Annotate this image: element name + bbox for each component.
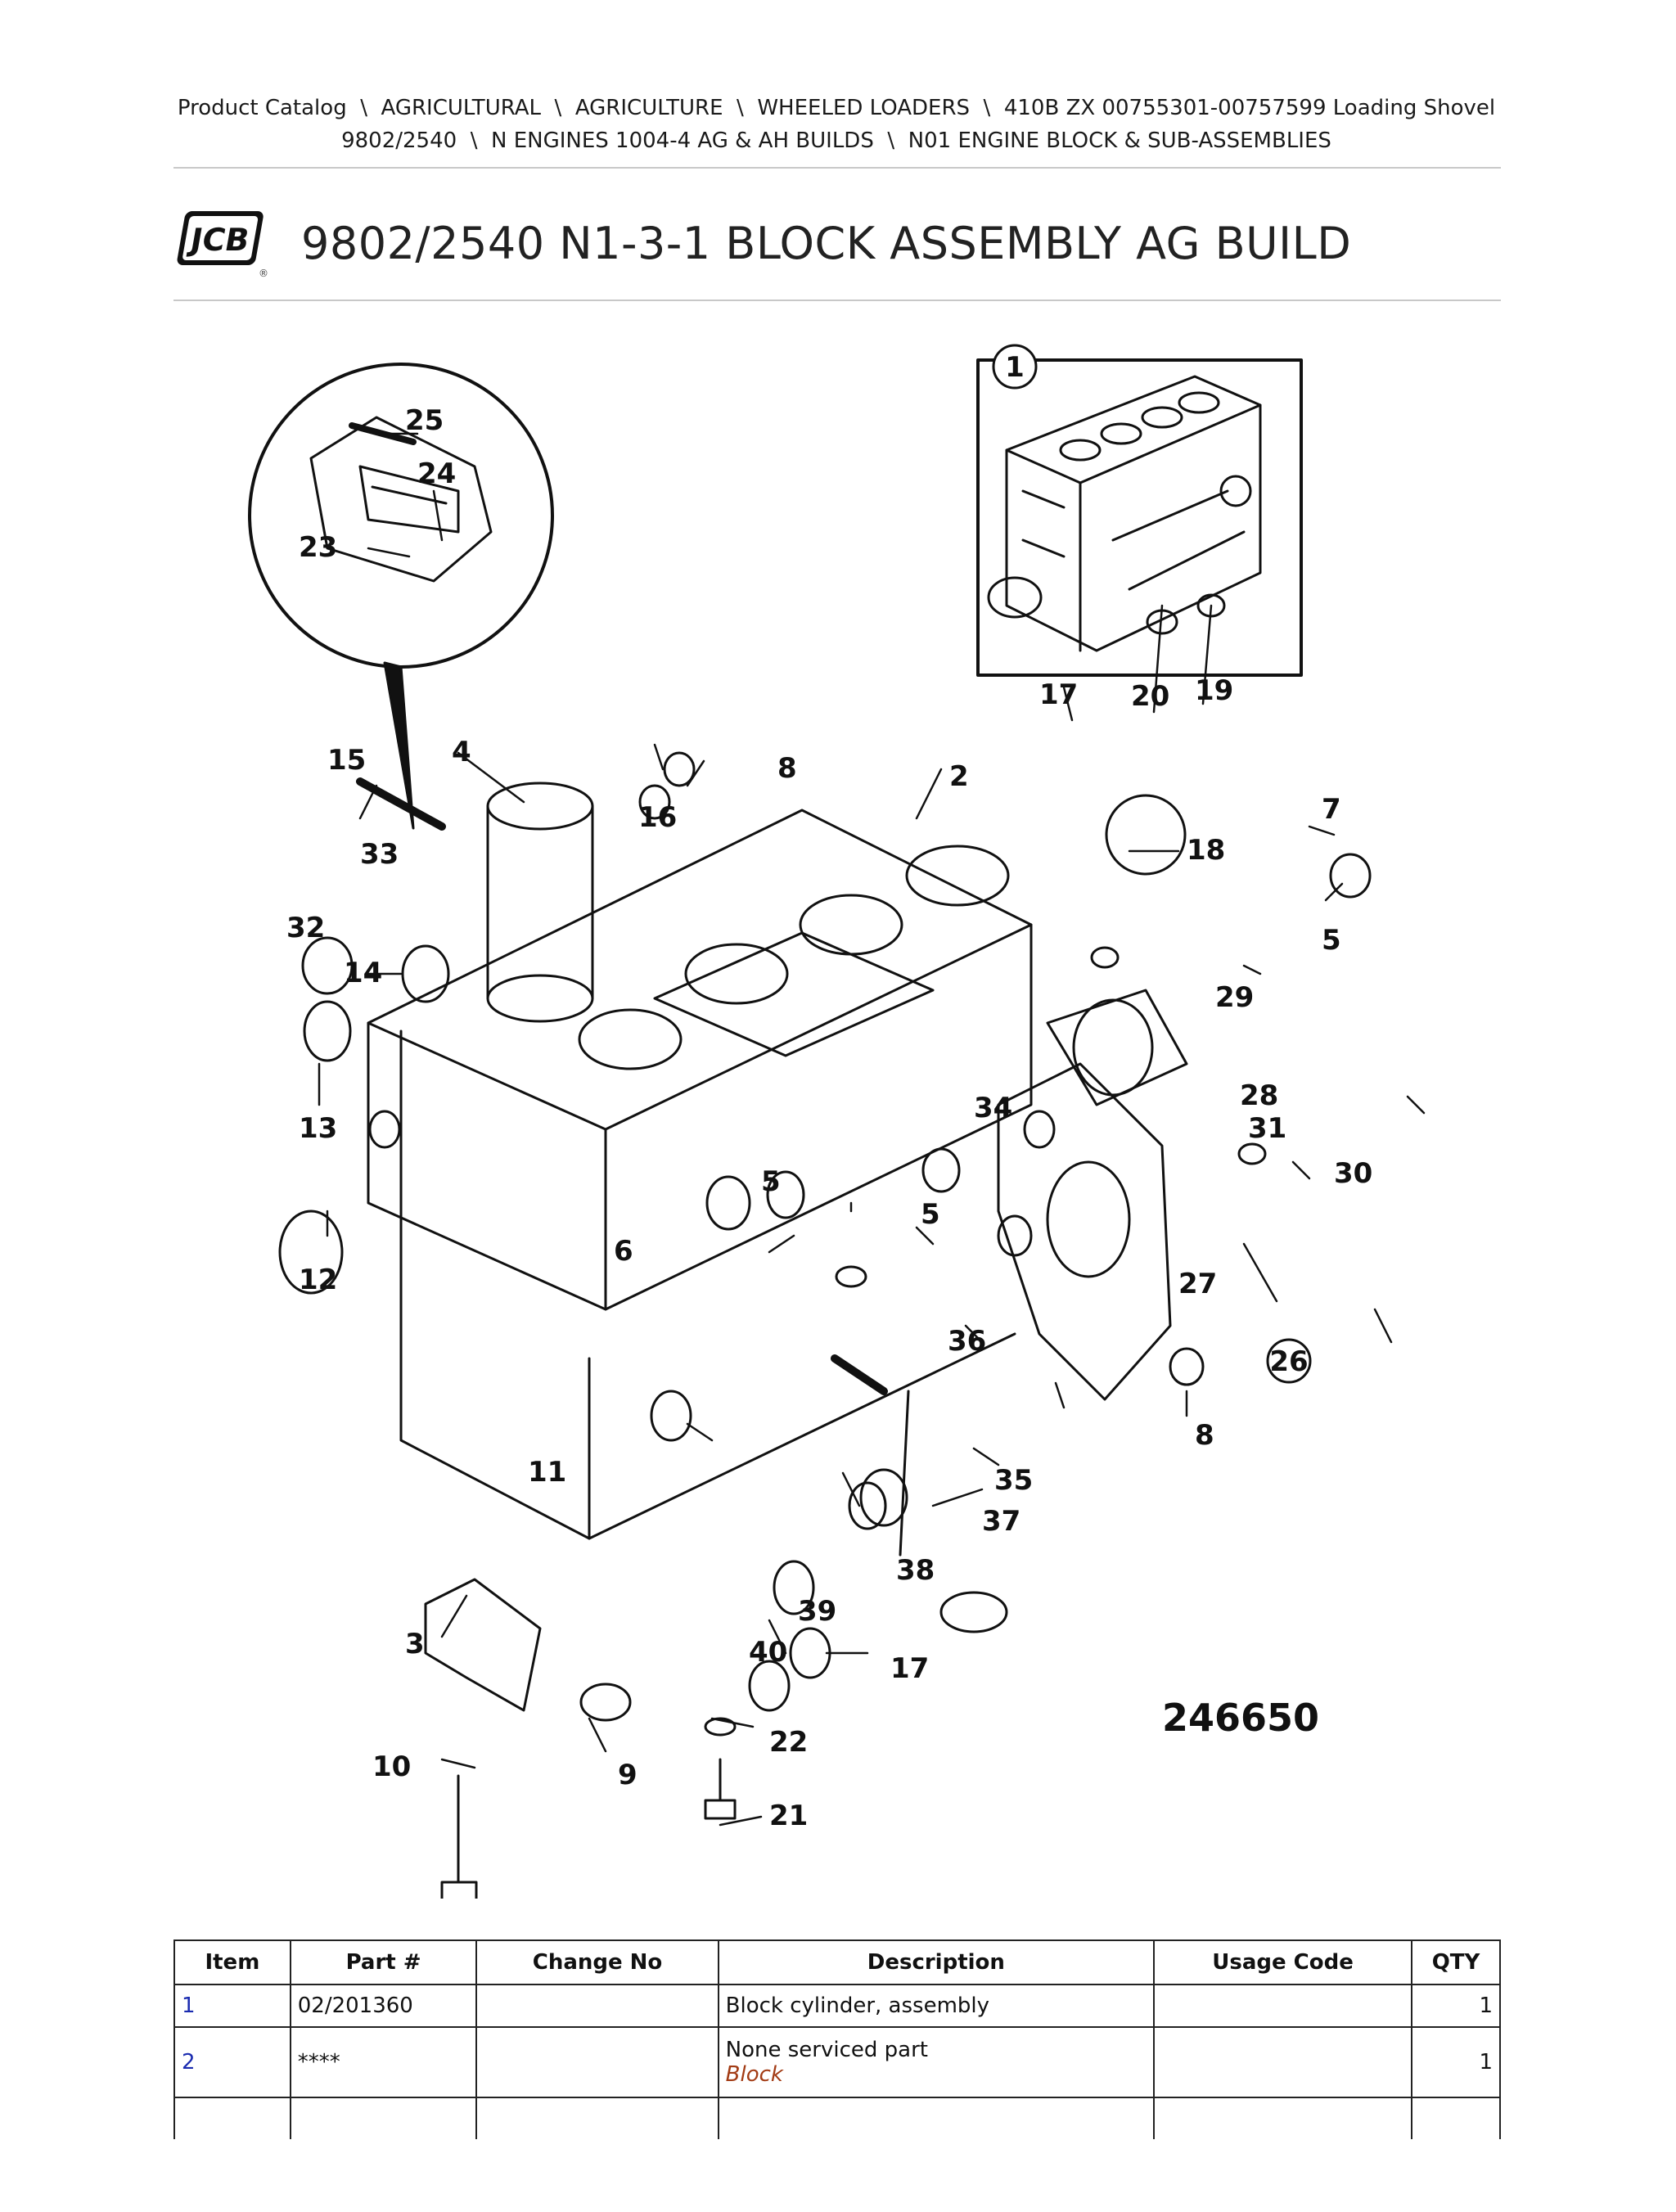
breadcrumb-line-1[interactable]: Product Catalog \ AGRICULTURAL \ AGRICUL… [177, 96, 1496, 120]
callout-27[interactable]: 27 [1178, 1268, 1217, 1300]
header-divider [173, 167, 1501, 169]
table-row: 2 **** None serviced part Block 1 [173, 2026, 1501, 2098]
callout-6[interactable]: 6 [614, 1235, 633, 1268]
callout-26[interactable]: 26 [1269, 1345, 1308, 1378]
callout-4[interactable]: 4 [452, 736, 471, 768]
callout-36[interactable]: 36 [948, 1325, 986, 1358]
callout-16[interactable]: 16 [638, 801, 677, 834]
row-change-no [475, 2026, 719, 2098]
row-item-link[interactable]: 2 [173, 2026, 291, 2098]
row-usage-code [1153, 1984, 1413, 2028]
jcb-logo-icon: JCB ® [177, 211, 268, 279]
header-change-no: Change No [475, 1939, 719, 1985]
exploded-parts-diagram: 1 2 3 4 5 5 5 6 7 8 8 9 10 11 12 13 14 1… [196, 327, 1506, 1908]
row-description-sub: Block [725, 2062, 783, 2087]
callout-5-right[interactable]: 5 [1322, 924, 1341, 957]
callout-5-lower[interactable]: 5 [921, 1198, 940, 1231]
callout-11[interactable]: 11 [528, 1456, 566, 1489]
title-divider [173, 300, 1501, 301]
header-description: Description [717, 1939, 1156, 1985]
callout-19[interactable]: 19 [1195, 674, 1233, 707]
callout-1[interactable]: 1 [1005, 351, 1025, 384]
engine-block-drawing [356, 777, 1188, 1908]
callout-38[interactable]: 38 [896, 1554, 935, 1587]
breadcrumb: Product Catalog \ AGRICULTURAL \ AGRICUL… [173, 92, 1499, 157]
callout-17-bottom[interactable]: 17 [890, 1652, 929, 1685]
callout-20[interactable]: 20 [1131, 680, 1169, 713]
row-description: None serviced part Block [717, 2026, 1156, 2098]
callout-24[interactable]: 24 [417, 457, 456, 490]
callout-35[interactable]: 35 [994, 1464, 1033, 1497]
header-part-number: Part # [289, 1939, 478, 1985]
row-description-main: None serviced part [725, 2038, 928, 2062]
callout-25[interactable]: 25 [405, 404, 444, 437]
table-row-empty [173, 2097, 1501, 2139]
row-part-number: 02/201360 [289, 1984, 478, 2028]
row-usage-code [1153, 2026, 1413, 2098]
row-change-no [475, 1984, 719, 2028]
row-description: Block cylinder, assembly [717, 1984, 1156, 2028]
callout-33[interactable]: 33 [360, 838, 399, 871]
logo-registered-mark: ® [259, 268, 268, 279]
callout-39[interactable]: 39 [798, 1595, 836, 1628]
callout-2[interactable]: 2 [949, 760, 969, 793]
callout-10[interactable]: 10 [372, 1750, 411, 1783]
row-item-link[interactable]: 1 [173, 1984, 291, 2028]
callout-18[interactable]: 18 [1187, 834, 1225, 867]
row-qty: 1 [1411, 2026, 1501, 2098]
breadcrumb-line-2[interactable]: 9802/2540 \ N ENGINES 1004-4 AG & AH BUI… [341, 128, 1331, 153]
callout-17-top[interactable]: 17 [1039, 678, 1078, 711]
parts-table: Item Part # Change No Description Usage … [173, 1939, 1501, 2139]
callout-3[interactable]: 3 [405, 1628, 425, 1660]
callout-leaders [318, 432, 1426, 1827]
callout-8-bottom[interactable]: 8 [1195, 1419, 1214, 1452]
table-row: 1 02/201360 Block cylinder, assembly 1 [173, 1984, 1501, 2028]
callout-29[interactable]: 29 [1215, 981, 1254, 1014]
logo-text: JCB [185, 222, 252, 259]
callout-13[interactable]: 13 [299, 1112, 337, 1145]
callout-12[interactable]: 12 [299, 1264, 337, 1296]
header-usage-code: Usage Code [1153, 1939, 1413, 1985]
callout-22[interactable]: 22 [769, 1726, 808, 1759]
callout-28[interactable]: 28 [1240, 1079, 1278, 1112]
jcb-logo: JCB ® [173, 206, 270, 280]
row-part-number: **** [289, 2026, 478, 2098]
callout-37[interactable]: 37 [982, 1505, 1020, 1538]
row-qty: 1 [1411, 1984, 1501, 2028]
plugs-and-seals [278, 576, 1372, 1737]
callout-15[interactable]: 15 [327, 744, 366, 777]
header-item: Item [173, 1939, 291, 1985]
inset-block-assembly [976, 358, 1303, 677]
callout-5-center[interactable]: 5 [761, 1165, 781, 1198]
callout-14[interactable]: 14 [344, 957, 382, 989]
table-header-row: Item Part # Change No Description Usage … [173, 1939, 1501, 1985]
callout-30[interactable]: 30 [1334, 1157, 1372, 1190]
callout-21[interactable]: 21 [769, 1800, 808, 1832]
callout-7[interactable]: 7 [1322, 793, 1341, 826]
callout-23[interactable]: 23 [299, 531, 337, 564]
callout-32[interactable]: 32 [286, 912, 325, 944]
header-qty: QTY [1411, 1939, 1501, 1985]
callout-8-top[interactable]: 8 [777, 752, 797, 785]
callout-34[interactable]: 34 [974, 1092, 1012, 1124]
callout-9[interactable]: 9 [618, 1759, 638, 1791]
drawing-number: 246650 [1162, 1696, 1320, 1740]
page-title: 9802/2540 N1-3-1 BLOCK ASSEMBLY AG BUILD [301, 218, 1352, 269]
callout-31[interactable]: 31 [1248, 1112, 1286, 1145]
callout-40[interactable]: 40 [749, 1636, 787, 1669]
